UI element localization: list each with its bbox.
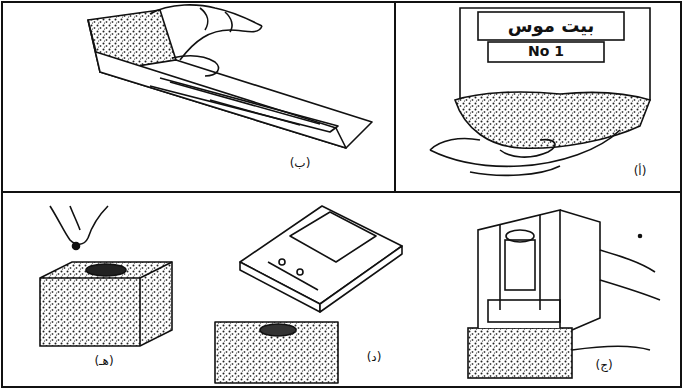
bag-number: No 1 xyxy=(526,44,566,59)
panel-label: (ج) xyxy=(593,359,614,372)
bag-title: بيت موس xyxy=(506,16,597,36)
panel-label: (د) xyxy=(365,351,384,364)
panel-label: (هـ) xyxy=(92,355,115,368)
panel-label: (ب) xyxy=(288,157,313,170)
panel-label: (أ) xyxy=(632,165,649,178)
